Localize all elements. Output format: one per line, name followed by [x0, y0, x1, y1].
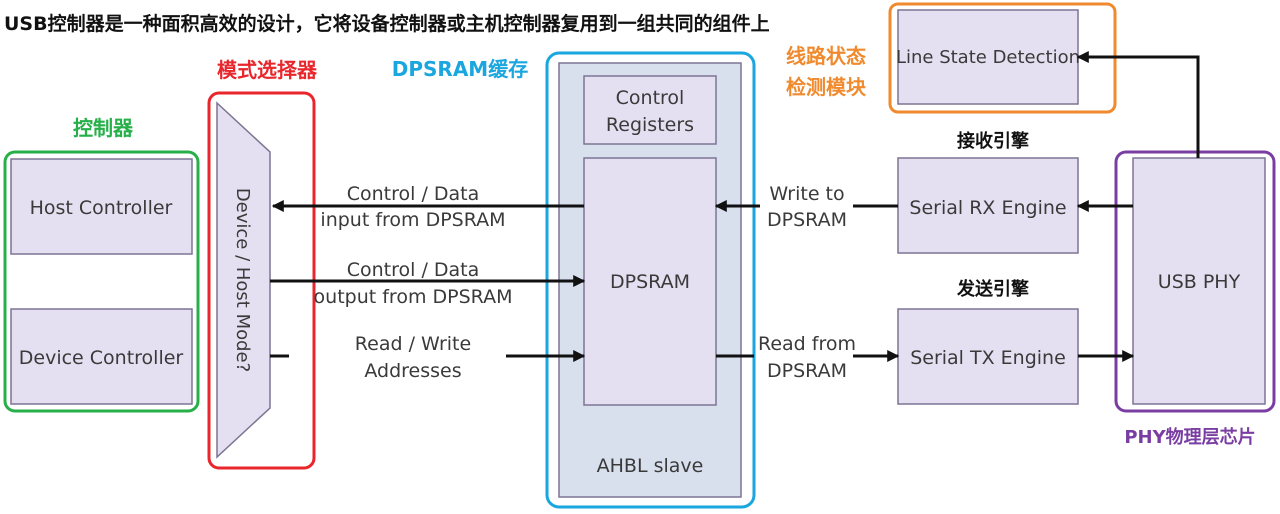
- write-to-dpsram-label-line1: Write to: [769, 183, 844, 205]
- ctrl-data-output-label-line2: output from DPSRAM: [314, 286, 513, 308]
- line-state-detection-label: Line State Detection: [896, 47, 1080, 68]
- serial-tx-engine-block: [897, 308, 1079, 405]
- phy-chip-label: PHY物理层芯片: [1124, 426, 1255, 448]
- controller-label: 控制器: [73, 116, 134, 140]
- read-from-dpsram-label-line1: Read from: [758, 333, 856, 355]
- control-registers-label-line1: Control: [616, 87, 685, 109]
- control-registers-block: [583, 75, 717, 145]
- ctrl-data-output-label-line1: Control / Data: [347, 259, 480, 281]
- line-state-cn-label-line2: 检测模块: [786, 75, 867, 99]
- line-state-cn-label-line1: 线路状态: [786, 44, 866, 68]
- tx-engine-cn-label: 发送引擎: [956, 278, 1029, 300]
- host-controller-block: [10, 158, 193, 255]
- serial-rx-engine-block: [897, 157, 1079, 254]
- dpsram-block: [583, 157, 717, 406]
- write-to-dpsram-label-line2: DPSRAM: [767, 209, 847, 231]
- ahbl-slave-label: AHBL slave: [597, 455, 704, 477]
- mux-label: Device / Host Mode?: [232, 188, 253, 372]
- read-from-dpsram-label-line2: DPSRAM: [767, 360, 847, 382]
- device-host-mux: [216, 101, 271, 459]
- usb-phy-label: USB PHY: [1158, 271, 1241, 293]
- serial-tx-engine-label: Serial TX Engine: [910, 347, 1066, 369]
- device-controller-block: [10, 308, 193, 405]
- usb-phy-block: [1132, 157, 1266, 405]
- controller-group: [3, 150, 200, 413]
- phy-to-line-state-arrow: [1076, 51, 1200, 158]
- phy-group: [1114, 150, 1276, 413]
- diagram-title: USB控制器是一种面积高效的设计，它将设备控制器或主机控制器复用到一组共同的组件…: [4, 12, 770, 35]
- ctrl-data-input-label-line2: input from DPSRAM: [320, 209, 505, 231]
- dpsram-label: DPSRAM: [610, 271, 690, 293]
- ctrl-data-input-label-line1: Control / Data: [347, 183, 480, 205]
- device-controller-label: Device Controller: [19, 347, 184, 369]
- rx-engine-cn-label: 接收引擎: [957, 130, 1029, 152]
- mode-selector-label: 模式选择器: [217, 58, 318, 82]
- control-registers-label-line2: Registers: [606, 114, 694, 136]
- dpsram-cache-label: DPSRAM缓存: [392, 57, 528, 81]
- serial-rx-engine-label: Serial RX Engine: [909, 197, 1066, 219]
- rw-addresses-label-line2: Addresses: [364, 360, 461, 382]
- rw-addresses-label-line1: Read / Write: [355, 333, 471, 355]
- host-controller-label: Host Controller: [30, 197, 173, 219]
- line-state-detection-block: [897, 9, 1079, 105]
